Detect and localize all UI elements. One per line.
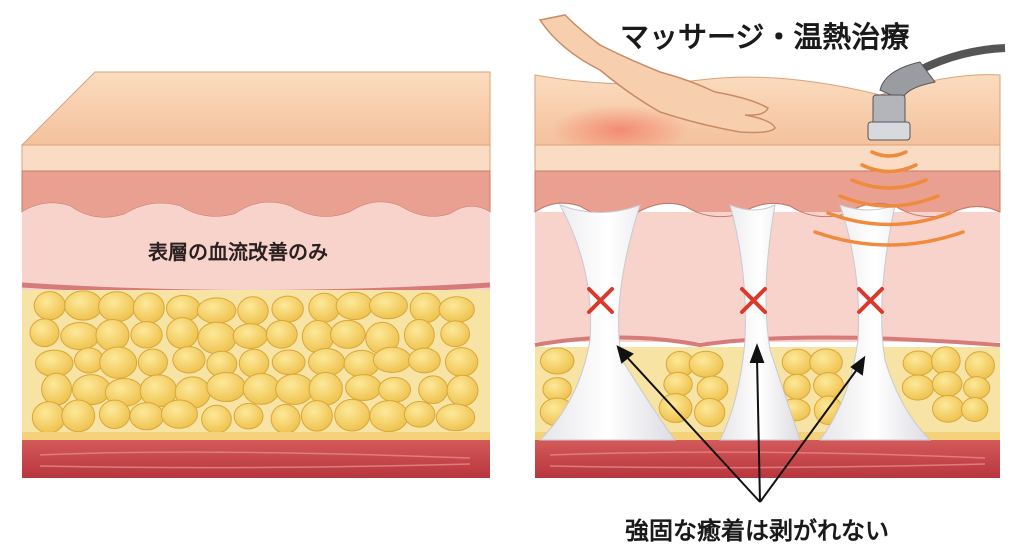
fat-cell xyxy=(308,347,346,377)
fat-cell xyxy=(242,373,280,405)
fat-cell xyxy=(166,317,199,349)
fat-cell xyxy=(901,374,934,401)
fat-cell xyxy=(300,400,333,432)
fat-cell xyxy=(271,295,304,323)
right-panel-label: 強固な癒着は剥がれない xyxy=(625,517,889,545)
fat-cell xyxy=(237,296,269,326)
fat-cell xyxy=(99,346,138,379)
ultrasound-probe-icon xyxy=(867,44,1006,141)
fat-cell xyxy=(446,374,479,407)
fat-cell xyxy=(172,346,206,374)
fat-cell xyxy=(334,398,371,432)
fibrous-adhesion-2 xyxy=(719,204,801,441)
fat-cell xyxy=(308,372,343,406)
fat-cell xyxy=(369,400,409,433)
fat-cell xyxy=(275,373,314,405)
arrow xyxy=(624,354,761,503)
fat-cell xyxy=(233,402,264,430)
fat-cell xyxy=(696,375,729,403)
fat-cell xyxy=(931,371,963,397)
fat-cell xyxy=(31,401,66,434)
fat-cell xyxy=(98,291,136,323)
fat-cell xyxy=(403,401,436,428)
fat-cell xyxy=(444,347,479,377)
fat-cell xyxy=(271,349,306,376)
fat-cell xyxy=(368,291,408,320)
fat-cell xyxy=(931,395,965,423)
skin-top-surface xyxy=(20,71,491,146)
fat-cell xyxy=(330,319,366,349)
fat-cell xyxy=(232,323,268,349)
fat-cell xyxy=(201,404,232,434)
fat-cell xyxy=(435,403,476,432)
muscle-layer xyxy=(22,440,490,478)
epidermis-layer xyxy=(534,144,1001,172)
fat-cell xyxy=(270,403,301,434)
fat-cell xyxy=(963,376,991,400)
fat-cell xyxy=(539,347,575,375)
fat-cell xyxy=(418,375,449,405)
fat-cell xyxy=(301,319,335,354)
fat-cell xyxy=(74,347,104,374)
fat-cell xyxy=(41,372,72,406)
fat-cell xyxy=(809,348,843,377)
fat-cell xyxy=(29,318,60,348)
arrow xyxy=(759,367,859,503)
fat-cell xyxy=(238,348,270,378)
fat-cell xyxy=(308,292,341,323)
fat-cell xyxy=(64,290,103,321)
blocked-x-icon xyxy=(740,287,767,314)
right-tissue-block xyxy=(534,14,1006,503)
blocked-x-icon xyxy=(857,287,884,314)
fat-cell xyxy=(663,371,693,397)
fat-cell xyxy=(132,292,165,324)
fat-cell xyxy=(335,291,374,321)
fat-cell xyxy=(931,346,961,376)
fat-cell xyxy=(95,319,130,352)
fat-cell xyxy=(440,320,471,348)
title: マッサージ・温熱治療 xyxy=(620,20,910,54)
fat-cell xyxy=(160,399,198,429)
fat-cell xyxy=(902,350,935,376)
fat-cell xyxy=(403,319,435,351)
fat-cell xyxy=(60,322,100,351)
fat-cell xyxy=(694,397,726,428)
epidermis-layer xyxy=(21,144,491,172)
fat-cell xyxy=(196,297,237,324)
fat-cell xyxy=(98,399,131,430)
fat-cell xyxy=(438,296,475,323)
papillary-layer xyxy=(22,202,490,290)
fat-cell xyxy=(961,396,989,422)
fat-cell xyxy=(129,402,165,431)
fat-cell xyxy=(206,372,246,403)
fat-cell xyxy=(345,374,382,401)
fat-cell xyxy=(372,346,412,373)
fat-cell xyxy=(197,321,237,355)
fat-cell xyxy=(542,377,572,402)
fat-cell xyxy=(378,376,411,403)
fat-cell xyxy=(34,349,74,378)
fat-cell xyxy=(964,351,995,380)
fat-cell xyxy=(688,350,724,378)
fat-cell xyxy=(265,319,298,349)
fat-cell xyxy=(781,348,813,376)
fat-cell xyxy=(783,373,811,400)
fat-cell xyxy=(61,399,96,433)
left-tissue-block xyxy=(20,71,491,478)
heat-waves xyxy=(813,150,965,247)
fibrous-adhesion-1 xyxy=(538,204,676,441)
fat-cell xyxy=(409,292,442,324)
fat-cell xyxy=(408,347,441,374)
fat-cell xyxy=(130,321,163,349)
fat-cell xyxy=(137,348,168,377)
hand-icon xyxy=(538,14,776,134)
left-panel-label: 表層の血流改善のみ xyxy=(148,240,328,264)
muscle-layer xyxy=(535,440,1000,478)
fat-cell xyxy=(33,291,66,321)
arrow xyxy=(756,357,761,503)
blocked-x-icon xyxy=(587,287,614,314)
